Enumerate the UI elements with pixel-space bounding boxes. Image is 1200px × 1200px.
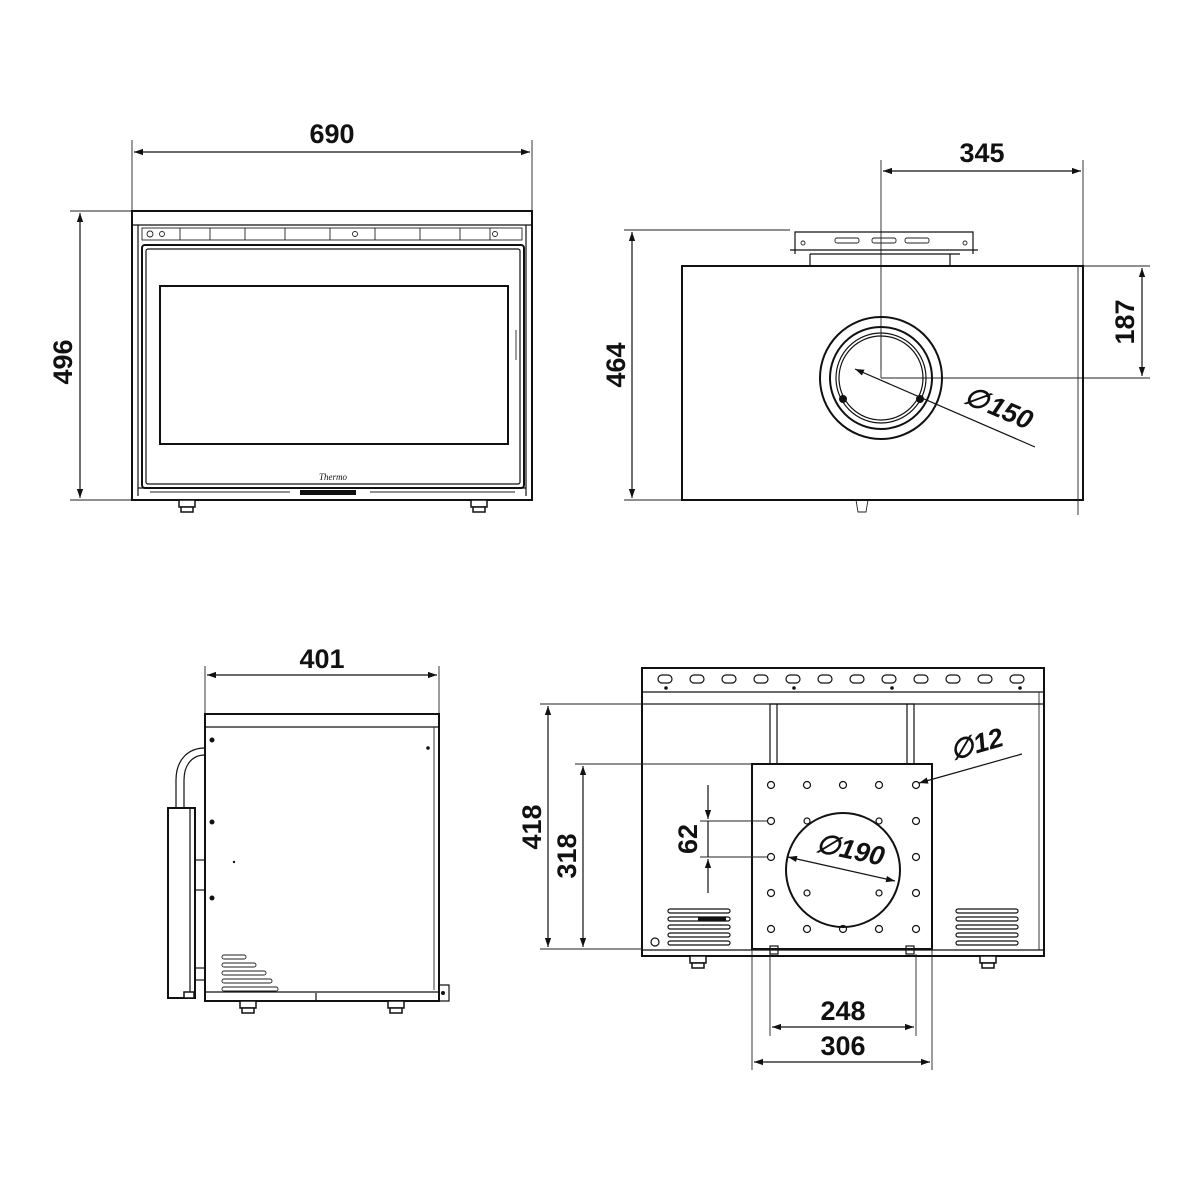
top-plate-holes [766,780,921,934]
top-flue-collar [769,703,915,765]
side-vents [221,954,279,992]
rear-body-outline [681,265,1084,501]
top-body-outline [641,667,1045,957]
side-view: 401 [167,644,450,1014]
rear-height-label: 464 [601,342,631,387]
rear-width-label: 345 [959,138,1004,168]
rear-outlet-diameter-leader [854,368,1036,448]
top-outlet-diameter-line [787,855,896,883]
top-vents-right [955,908,1019,946]
side-feet [239,984,450,1014]
top-inner-width-label: 248 [820,996,865,1026]
front-door-frame [141,244,525,489]
front-view: 690 496 [48,119,533,513]
top-vents-left [667,908,731,946]
top-view: 418 318 62 ∅ 12 ∅ 190 248 306 [517,667,1045,1070]
rear-flue-outlet [819,316,943,440]
top-hole-diameter-callout: ∅ 12 [947,722,1007,766]
front-body-outline [131,210,533,501]
top-flue-opening [785,812,901,928]
side-door-profile [167,747,206,999]
front-glass-window [159,285,509,445]
front-brand-logo: Thermo [319,472,348,482]
rear-outlet-height-label: 187 [1110,299,1140,344]
top-outer-height-label: 418 [517,804,547,849]
rear-view: 345 464 187 [601,138,1150,515]
rear-top-bracket [790,231,978,266]
top-mounting-slots [657,674,1025,684]
top-flue-plate [751,763,933,950]
side-body-outline [204,713,440,1002]
rear-outlet-diameter-callout: ∅ 150 [960,380,1037,435]
top-outer-width-label: 306 [820,1031,865,1061]
front-top-brackets [141,227,523,241]
top-hole-diameter-leader [918,753,1023,784]
front-bottom-grille [300,490,356,495]
top-feet [689,955,997,969]
top-outlet-diameter-label: 190 [837,833,887,872]
front-height-label: 496 [48,339,78,384]
top-hole-spacing-label: 62 [673,824,703,854]
top-inner-height-label: 318 [552,833,582,878]
side-depth-label: 401 [299,644,344,674]
front-width-label: 690 [309,119,354,149]
front-feet [178,499,488,513]
